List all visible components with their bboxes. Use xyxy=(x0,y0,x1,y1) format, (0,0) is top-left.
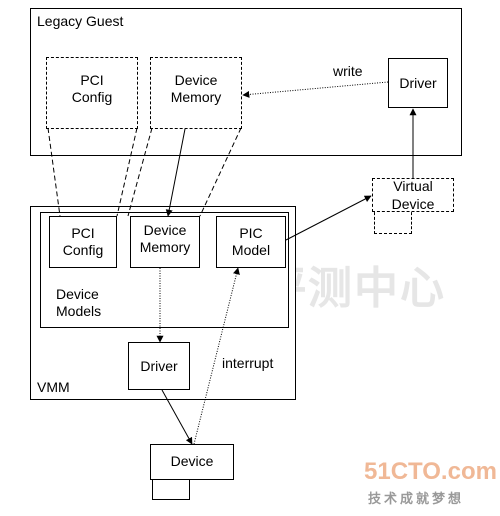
guest-driver-label: Driver xyxy=(399,75,437,91)
device-label: Device xyxy=(170,453,214,469)
interrupt-label: interrupt xyxy=(222,355,274,371)
map-line-2 xyxy=(116,127,138,217)
interrupt-arrow xyxy=(193,267,240,445)
guest-device-memory-label: Device Memory xyxy=(170,72,222,105)
virtual-device-label: Virtual Device xyxy=(391,178,435,212)
map-line-4 xyxy=(199,127,242,217)
driver-to-device-arrow xyxy=(161,389,193,445)
vmm-device-memory-box xyxy=(130,216,200,268)
guest-device-memory-box xyxy=(150,57,242,129)
vmm-driver-label: Driver xyxy=(140,358,178,374)
write-arrow xyxy=(242,81,389,98)
device-models-label: Device Models xyxy=(56,286,102,319)
legacy-guest-label: Legacy Guest xyxy=(37,13,124,29)
watermark-logo: 51CTO.com xyxy=(364,458,497,485)
pic-model-box xyxy=(216,216,286,268)
guest-driver-box xyxy=(388,58,448,108)
guest-pci-config-label: PCI Config xyxy=(71,72,113,105)
vmm-driver-box xyxy=(128,342,190,390)
vmm-label: VMM xyxy=(37,379,70,395)
vmm-device-memory-label: Device Memory xyxy=(139,222,191,255)
vmm-pci-config-box xyxy=(49,216,117,268)
write-label: write xyxy=(333,63,363,79)
virtual-device-box xyxy=(372,178,454,212)
guest-pci-config-box xyxy=(46,57,138,129)
watermark-logo-subtitle: 技术成就梦想 xyxy=(368,491,465,506)
map-line-3 xyxy=(127,127,153,217)
memory-trap-arrow xyxy=(165,128,186,217)
map-line-1 xyxy=(47,127,61,217)
pic-to-virtual-device-arrow xyxy=(285,195,372,241)
vmm-pci-config-label: PCI Config xyxy=(62,225,104,258)
pic-model-label: PIC Model xyxy=(231,225,271,258)
